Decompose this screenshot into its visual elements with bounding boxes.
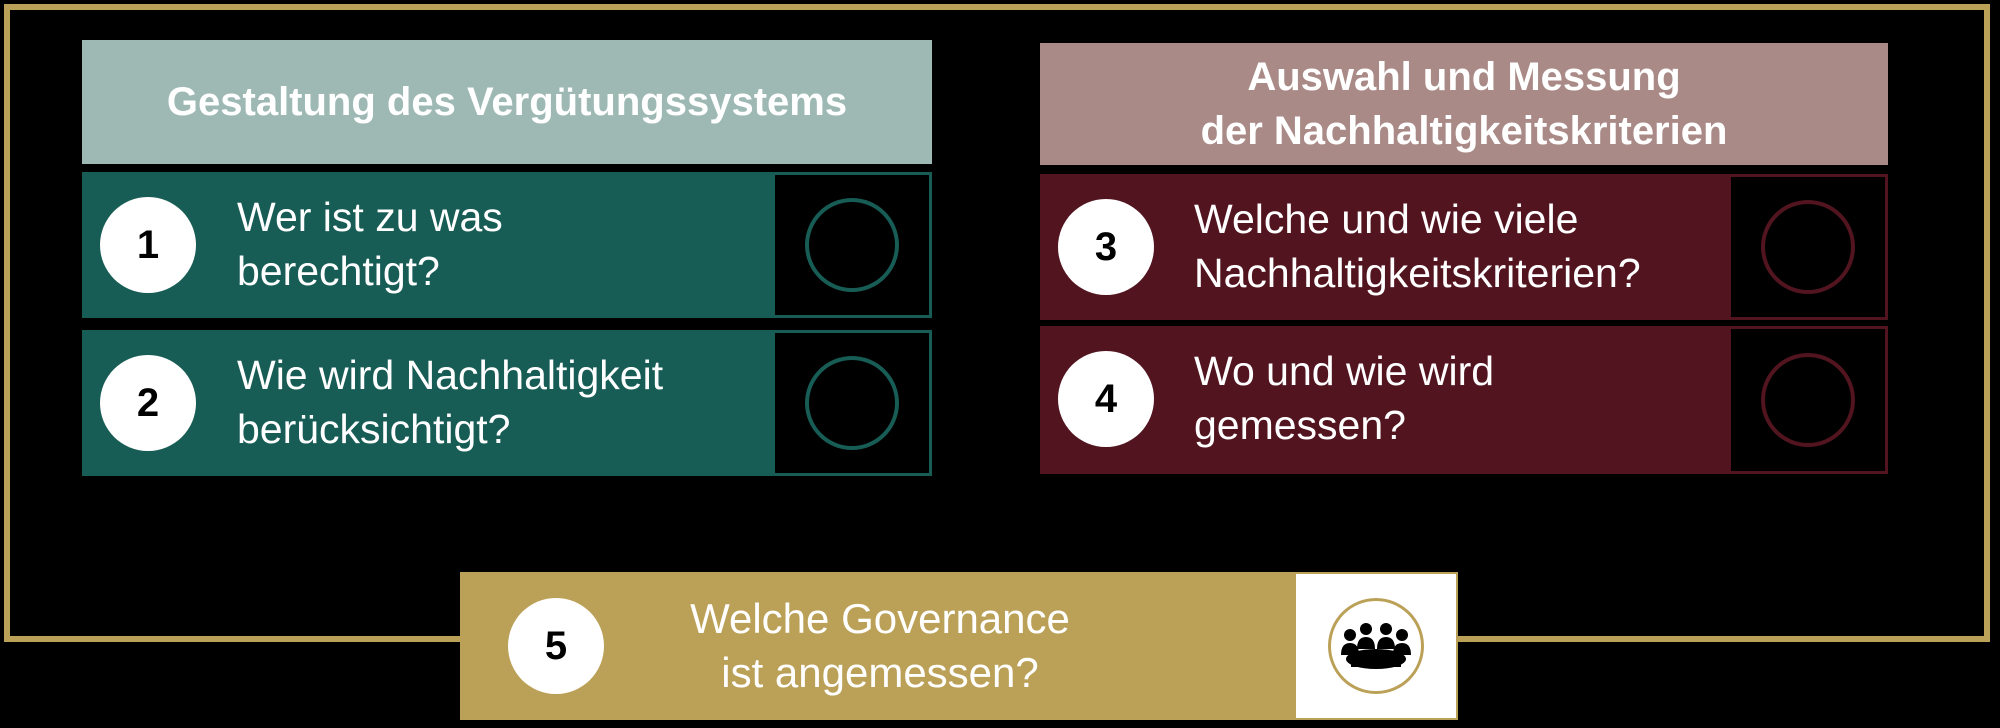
number-badge: 2 <box>100 355 196 451</box>
number-badge: 1 <box>100 197 196 293</box>
empty-circle-icon <box>1761 200 1855 294</box>
question-row-3: 3 Welche und wie viele Nachhaltigkeitskr… <box>1040 174 1888 320</box>
question-row-1: 1 Wer ist zu was berechtigt? <box>82 172 932 318</box>
question-text: Wie wird Nachhaltigkeit berücksichtigt? <box>237 352 664 452</box>
question-text: Welche Governance ist angemessen? <box>690 595 1070 696</box>
question-text: Wo und wie wird gemessen? <box>1194 348 1495 448</box>
icon-box <box>1728 174 1888 320</box>
question-text: Wer ist zu was berechtigt? <box>237 194 503 294</box>
empty-circle-icon <box>1761 353 1855 447</box>
section-title: Auswahl und Messung der Nachhaltigkeitsk… <box>1200 55 1728 153</box>
question-row-2: 2 Wie wird Nachhaltigkeit berücksichtigt… <box>82 330 932 476</box>
meeting-group-icon <box>1341 623 1411 669</box>
number-badge: 5 <box>508 598 604 694</box>
section-header-nachhaltigkeitskriterien: Auswahl und Messung der Nachhaltigkeitsk… <box>1040 43 1888 165</box>
icon-box <box>772 172 932 318</box>
icon-box <box>1296 574 1456 718</box>
empty-circle-icon <box>805 198 899 292</box>
icon-box <box>772 330 932 476</box>
section-title: Gestaltung des Vergütungssystems <box>166 79 848 124</box>
section-header-verguetungssystem: Gestaltung des Vergütungssystems <box>82 40 932 164</box>
number-badge: 3 <box>1058 199 1154 295</box>
question-row-4: 4 Wo und wie wird gemessen? <box>1040 326 1888 474</box>
icon-box <box>1728 326 1888 474</box>
empty-circle-icon <box>805 356 899 450</box>
question-text: Welche und wie viele Nachhaltigkeitskrit… <box>1194 196 1641 296</box>
number-badge: 4 <box>1058 351 1154 447</box>
governance-row: 5 Welche Governance ist angemessen? <box>460 572 1458 720</box>
